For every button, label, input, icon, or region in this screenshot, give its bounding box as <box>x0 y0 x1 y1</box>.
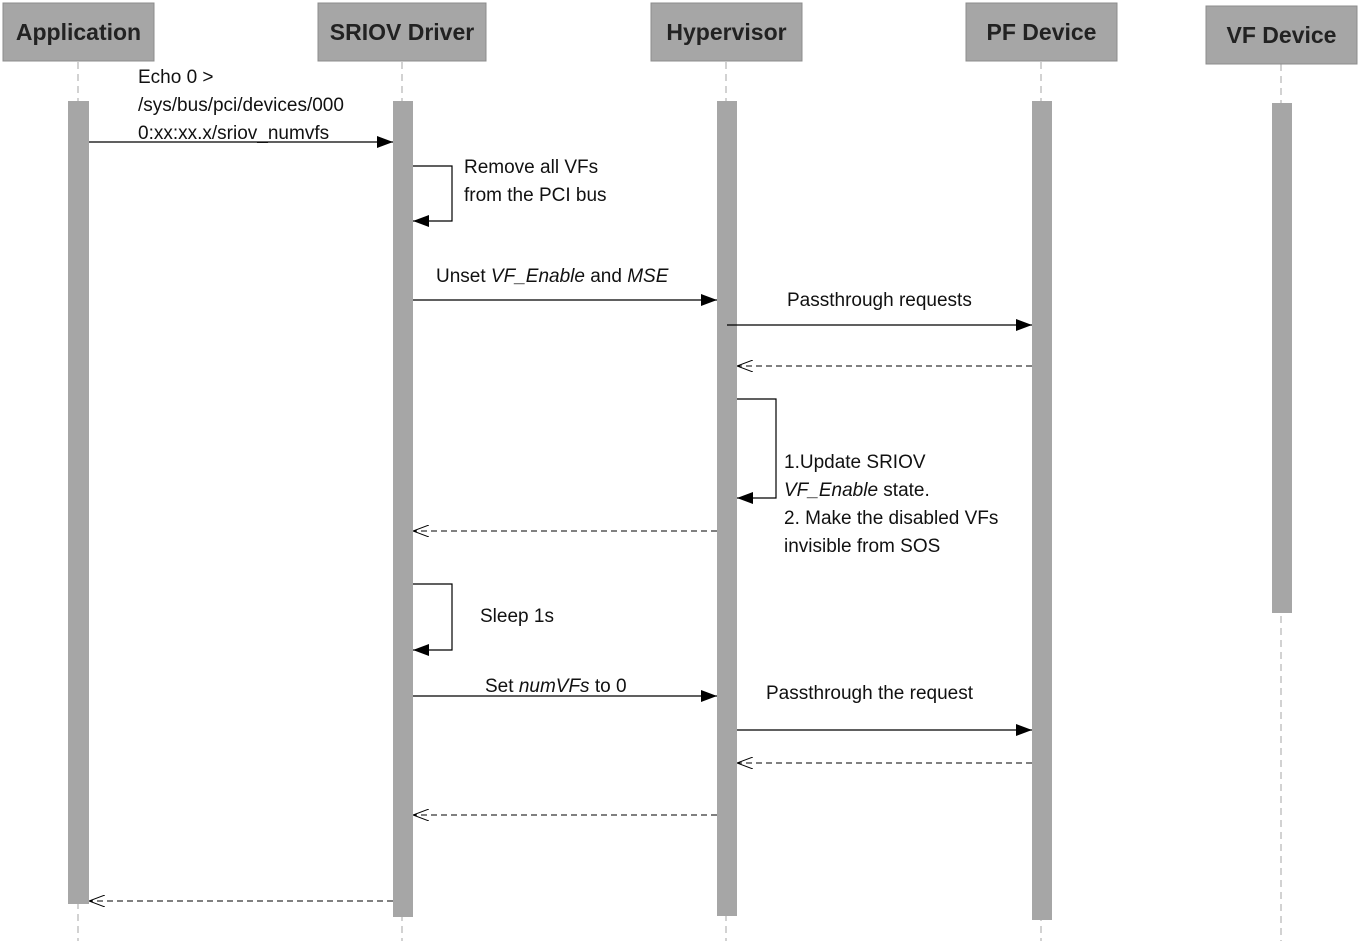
activation-bar-pf-device <box>1032 101 1052 920</box>
activation-bar-vf-device <box>1272 103 1292 613</box>
message-sleep: Sleep 1s <box>413 583 554 656</box>
participant-sriov-driver-label: SRIOV Driver <box>330 19 474 45</box>
participant-pf-device: PF Device <box>965 2 1118 62</box>
activation-bar-hypervisor <box>717 101 737 916</box>
message-passthrough-request-label: Passthrough the request <box>766 683 974 704</box>
message-set-numvfs: Set numVFs to 0 <box>413 676 717 702</box>
message-echo: Echo 0 > /sys/bus/pci/devices/000 0:xx:x… <box>89 67 393 148</box>
participant-pf-device-label: PF Device <box>987 19 1097 45</box>
message-set-numvfs-label: Set numVFs to 0 <box>485 676 627 697</box>
message-sleep-label: Sleep 1s <box>480 606 554 627</box>
participant-application-label: Application <box>16 19 141 45</box>
message-update-state-arrow <box>737 398 777 504</box>
message-remove-vfs-label: Remove all VFs from the PCI bus <box>464 157 607 206</box>
activation-bar-sriov-driver <box>393 101 413 917</box>
message-sleep-arrow <box>413 583 453 656</box>
message-passthrough-requests: Passthrough requests <box>727 290 1032 331</box>
participant-vf-device-label: VF Device <box>1227 22 1337 48</box>
message-update-state: 1.Update SRIOV VF_Enable state. 2. Make … <box>737 398 1004 557</box>
message-passthrough-requests-label: Passthrough requests <box>787 290 972 311</box>
participant-application: Application <box>2 2 155 62</box>
message-unset-label: Unset VF_Enable and MSE <box>436 266 669 287</box>
message-remove-vfs: Remove all VFs from the PCI bus <box>413 157 607 227</box>
participant-hypervisor: Hypervisor <box>650 2 803 62</box>
message-passthrough-request: Passthrough the request <box>737 683 1032 736</box>
message-echo-label: Echo 0 > /sys/bus/pci/devices/000 0:xx:x… <box>138 67 349 144</box>
message-update-state-label: 1.Update SRIOV VF_Enable state. 2. Make … <box>784 452 1004 557</box>
participant-vf-device: VF Device <box>1205 5 1358 65</box>
message-unset: Unset VF_Enable and MSE <box>413 266 717 306</box>
participant-hypervisor-label: Hypervisor <box>666 19 786 45</box>
message-remove-vfs-arrow <box>413 165 453 227</box>
participant-sriov-driver: SRIOV Driver <box>317 2 487 62</box>
activation-bar-application <box>68 101 89 904</box>
